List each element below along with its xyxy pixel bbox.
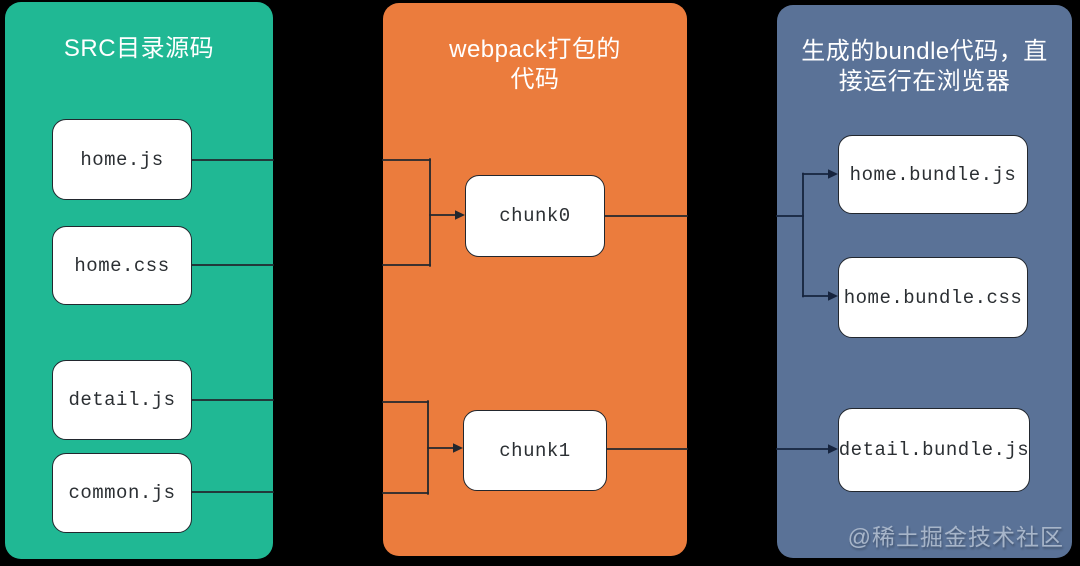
node-detail-js: detail.js <box>52 360 192 440</box>
panel-webpack: webpack打包的代码 chunk0 chunk1 <box>383 3 687 556</box>
node-detail-bundle-js: detail.bundle.js <box>838 408 1030 492</box>
webpack-panel-title: webpack打包的代码 <box>449 36 621 93</box>
watermark: @稀土掘金技术社区 <box>847 524 1064 550</box>
source-panel-title: SRC目录源码 <box>63 35 215 62</box>
node-chunk1: chunk1 <box>463 410 607 491</box>
node-home-css: home.css <box>52 226 192 305</box>
node-home-bundle-css: home.bundle.css <box>838 257 1028 338</box>
panel-bundle: 生成的bundle代码，直接运行在浏览器 home.bundle.js home… <box>777 5 1072 558</box>
panel-source: SRC目录源码 home.js home.css detail.js commo… <box>5 2 273 559</box>
node-chunk0: chunk0 <box>465 175 605 257</box>
bundle-panel-title: 生成的bundle代码，直接运行在浏览器 <box>801 38 1048 95</box>
node-common-js: common.js <box>52 453 192 533</box>
node-home-js: home.js <box>52 119 192 200</box>
node-home-bundle-js: home.bundle.js <box>838 135 1028 214</box>
